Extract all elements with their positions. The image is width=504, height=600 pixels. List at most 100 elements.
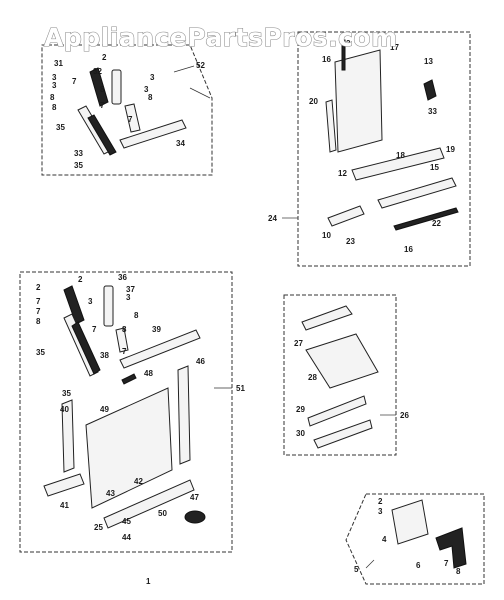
callout-bl-18: 48 <box>144 369 153 378</box>
bottom-rail-50 <box>103 479 195 529</box>
callout-br-3: 6 <box>416 561 421 570</box>
callout-tl-10: 35 <box>56 123 65 132</box>
callout-tl-17: 35 <box>74 161 83 170</box>
slide-bracket-36 <box>63 285 85 325</box>
corner-bracket-6 <box>435 527 467 569</box>
seal-47 <box>184 510 206 524</box>
callout-tr-13: 22 <box>432 219 441 228</box>
callout-bl-10: 39 <box>152 325 161 334</box>
rail-29 <box>307 395 367 427</box>
side-strip-46 <box>177 365 191 465</box>
slide-tube <box>87 114 117 156</box>
callout-tl-7: 8 <box>50 93 55 102</box>
callout-br-2: 4 <box>382 535 387 544</box>
callout-bl-21: 42 <box>134 477 143 486</box>
side-strip-40 <box>61 399 75 473</box>
channel-bar-34 <box>119 119 187 149</box>
callout-bl-23: 43 <box>106 489 115 498</box>
angle-piece <box>124 103 141 133</box>
glass-panel-49 <box>85 387 173 509</box>
callout-bl-16: 7 <box>122 347 127 356</box>
callout-tr-8: 19 <box>446 145 455 154</box>
callout-mr-3: 30 <box>296 429 305 438</box>
callout-tl-8: 8 <box>52 103 57 112</box>
callout-tr-2: 16 <box>322 55 331 64</box>
callout-bl-5: 3 <box>88 297 93 306</box>
bottom-channel-41 <box>43 473 85 497</box>
bracket-block-4 <box>391 499 429 545</box>
callout-bl-20: 49 <box>100 405 109 414</box>
callout-bl-22: 41 <box>60 501 69 510</box>
callout-bl-13: 46 <box>196 357 205 366</box>
callout-tr-7: 18 <box>396 151 405 160</box>
ref-label-24: 24 <box>268 214 277 223</box>
callout-bl-0: 2 <box>78 275 83 284</box>
rail-19 <box>377 177 457 209</box>
callout-bl-11: 7 <box>92 325 97 334</box>
bracket-13 <box>423 79 437 101</box>
angle-piece-7 <box>115 327 129 353</box>
callout-bl-1: 36 <box>118 273 127 282</box>
ref-label-26: 26 <box>400 411 409 420</box>
side-bracket-right <box>111 69 122 105</box>
callout-tr-1: 17 <box>390 43 399 52</box>
group-bottom-right: 5 23 4 6 78 <box>345 493 485 585</box>
callout-tl-4: 3 <box>52 81 57 90</box>
callout-bl-19: 40 <box>60 405 69 414</box>
side-panel-12 <box>334 49 383 153</box>
callout-bl-2: 2 <box>36 283 41 292</box>
callout-bl-9: 8 <box>134 311 139 320</box>
panel-rod-17 <box>341 39 346 71</box>
callout-tl-5: 7 <box>72 77 77 86</box>
callout-mr-0: 27 <box>294 339 303 348</box>
callout-bl-17: 35 <box>62 389 71 398</box>
callout-mr-2: 29 <box>296 405 305 414</box>
top-channel-39 <box>119 329 201 369</box>
callout-tl-9: 8 <box>100 85 105 94</box>
ref-label-52: 52 <box>196 61 205 70</box>
callout-tr-3: 13 <box>424 57 433 66</box>
footer-mark: 1 <box>146 577 151 586</box>
rail-30 <box>313 419 373 449</box>
callout-br-4: 7 <box>444 559 449 568</box>
callout-tr-5: 33 <box>428 107 437 116</box>
callout-tr-9: 15 <box>430 163 439 172</box>
slide-bracket-left <box>89 67 109 107</box>
callout-bl-14: 35 <box>36 348 45 357</box>
callout-bl-7: 7 <box>36 307 41 316</box>
ref-label-51: 51 <box>236 384 245 393</box>
rail-18 <box>351 147 445 181</box>
callout-bl-12: 8 <box>122 325 127 334</box>
side-bracket-37 <box>103 285 114 327</box>
panel-28 <box>305 333 379 389</box>
top-rail-27 <box>301 305 353 331</box>
watermark: AppliancePartsPros.com <box>44 23 398 52</box>
callout-bl-25: 47 <box>190 493 199 502</box>
callout-bl-28: 44 <box>122 533 131 542</box>
callout-br-0: 2 <box>378 497 383 506</box>
callout-tl-11: 7 <box>100 101 105 110</box>
rod-22 <box>393 207 459 231</box>
callout-br-1: 3 <box>378 507 383 516</box>
callout-tr-14: 16 <box>404 245 413 254</box>
callout-bl-3: 37 <box>126 285 135 294</box>
rail-10 <box>327 205 365 227</box>
callout-bl-15: 38 <box>100 351 109 360</box>
callout-tl-15: 8 <box>148 93 153 102</box>
callout-tl-13: 7 <box>128 115 133 124</box>
callout-br-5: 8 <box>456 567 461 576</box>
callout-bl-24: 50 <box>158 509 167 518</box>
callout-tl-12: 33 <box>74 149 83 158</box>
slide-tube-38 <box>71 321 101 375</box>
ref-label-5: 5 <box>354 565 359 574</box>
callout-tl-0: 31 <box>54 59 63 68</box>
callout-tl-6: 3 <box>150 73 155 82</box>
callout-bl-27: 45 <box>122 517 131 526</box>
gasket-48 <box>121 373 137 385</box>
callout-tr-12: 23 <box>346 237 355 246</box>
callout-tr-4: 20 <box>309 97 318 106</box>
